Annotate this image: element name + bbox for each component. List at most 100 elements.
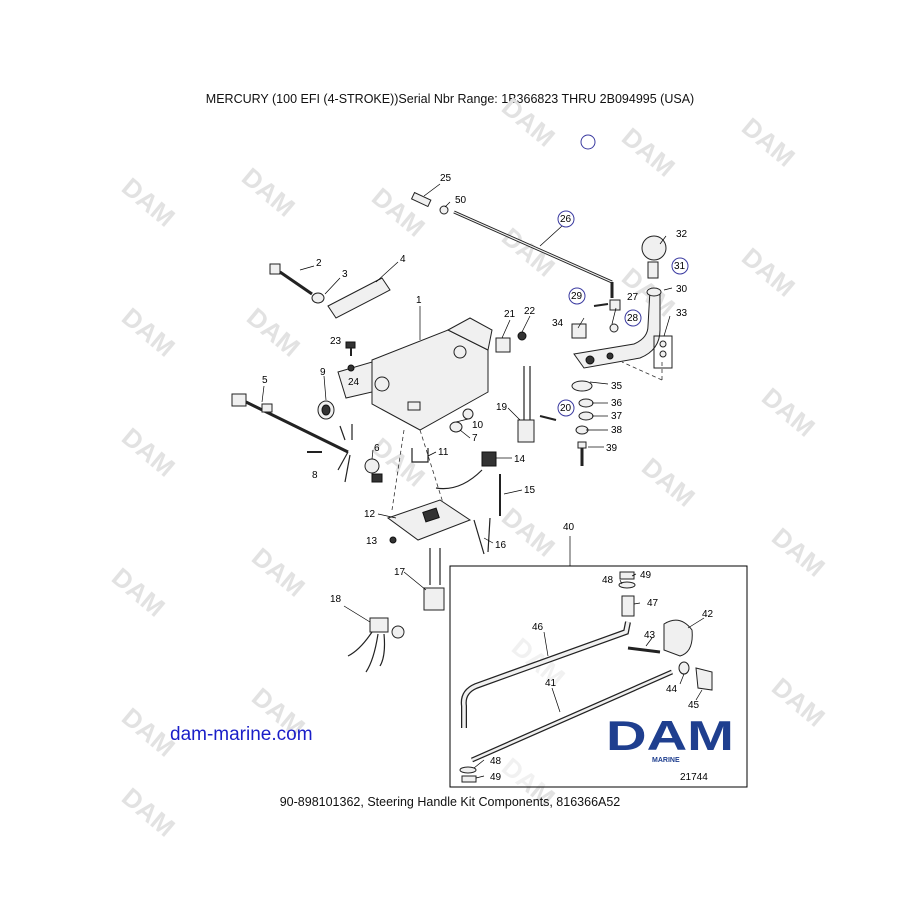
part-30-tiller-arm xyxy=(573,287,662,369)
label-4: 4 xyxy=(400,254,406,265)
part-18-harness xyxy=(347,617,405,673)
part-2-bolt xyxy=(269,263,313,296)
watermark: DAM xyxy=(366,182,431,243)
label-42: 42 xyxy=(702,609,714,620)
label-36: 36 xyxy=(611,398,623,409)
logo-main: DAM xyxy=(606,712,734,759)
part-9-grommet xyxy=(317,400,335,420)
part-11-clip xyxy=(411,448,429,463)
label-32: 32 xyxy=(676,229,688,240)
part-21-bracket xyxy=(495,337,511,353)
label-31: 31 xyxy=(674,261,686,272)
watermark: DAM xyxy=(636,452,701,513)
label-1: 1 xyxy=(416,295,422,306)
label-30: 30 xyxy=(676,284,688,295)
part-35-washer xyxy=(571,380,593,392)
label-26: 26 xyxy=(560,214,572,225)
part-6-key-switch xyxy=(364,458,383,483)
part-36-washer xyxy=(578,398,594,408)
label-40: 40 xyxy=(563,522,575,533)
part-37-washer xyxy=(578,411,594,421)
part-10-cap xyxy=(462,408,474,420)
label-13: 13 xyxy=(366,536,378,547)
page-caption: 90-898101362, Steering Handle Kit Compon… xyxy=(279,795,621,809)
label-33: 33 xyxy=(676,308,688,319)
label-43: 43 xyxy=(644,630,656,641)
label-15: 15 xyxy=(524,485,536,496)
label-41: 41 xyxy=(545,678,557,689)
part-13-screw xyxy=(389,536,397,544)
label-12: 12 xyxy=(364,509,376,520)
part-19-sensor xyxy=(517,366,535,443)
part-3-washer xyxy=(311,292,325,304)
label-48-bottom: 48 xyxy=(490,756,502,767)
highlight-circles xyxy=(557,210,689,417)
label-8: 8 xyxy=(312,470,318,481)
watermark: DAM xyxy=(246,542,311,603)
kit-40-inset-box xyxy=(449,536,748,788)
label-37: 37 xyxy=(611,411,623,422)
part-5-cable xyxy=(231,393,353,483)
part-34-bushing xyxy=(571,323,587,339)
part-4-plate xyxy=(327,277,391,319)
watermark: DAM xyxy=(236,162,301,223)
label-50: 50 xyxy=(455,195,467,206)
label-5: 5 xyxy=(262,375,268,386)
part-31-sleeve xyxy=(647,261,659,279)
part-25-pin xyxy=(410,191,432,208)
label-17: 17 xyxy=(394,567,406,578)
watermark: DAM xyxy=(766,672,831,733)
part-14-connector xyxy=(435,451,497,490)
label-46: 46 xyxy=(532,622,544,633)
label-44: 44 xyxy=(666,684,678,695)
label-6: 6 xyxy=(374,443,380,454)
label-9: 9 xyxy=(320,367,326,378)
part-20-screw xyxy=(539,415,557,421)
alignment-line xyxy=(621,361,663,381)
label-35: 35 xyxy=(611,381,623,392)
part-24-screw xyxy=(347,364,355,372)
dam-marine-logo: DAM MARINE xyxy=(606,712,734,764)
part-17-solenoid xyxy=(423,548,445,611)
label-28: 28 xyxy=(627,313,639,324)
blank-marker-circle xyxy=(580,134,596,150)
figure-number: 21744 xyxy=(680,772,708,783)
label-23: 23 xyxy=(330,336,342,347)
part-29-pin xyxy=(593,303,609,307)
label-27: 27 xyxy=(627,292,639,303)
part-1-bracket xyxy=(337,317,493,431)
watermark: DAM xyxy=(106,562,171,623)
website-link[interactable]: dam-marine.com xyxy=(170,724,313,745)
watermark: DAM xyxy=(496,222,561,283)
watermark: DAM xyxy=(116,172,181,233)
watermark: DAM xyxy=(496,502,561,563)
part-23-screw xyxy=(345,341,356,356)
label-19: 19 xyxy=(496,402,508,413)
label-45: 45 xyxy=(688,700,700,711)
label-49: 49 xyxy=(640,570,652,581)
label-39: 39 xyxy=(606,443,618,454)
watermark: DAM xyxy=(616,122,681,183)
part-28-nut xyxy=(609,323,619,333)
label-16: 16 xyxy=(495,540,507,551)
watermark: DAM xyxy=(766,522,831,583)
part-50-nut xyxy=(439,205,449,215)
label-34: 34 xyxy=(552,318,564,329)
label-11: 11 xyxy=(438,447,449,458)
label-48: 48 xyxy=(602,575,614,586)
label-14: 14 xyxy=(514,454,526,465)
label-10: 10 xyxy=(472,420,484,431)
watermark: DAM xyxy=(496,92,561,153)
label-47: 47 xyxy=(647,598,659,609)
watermark: DAM xyxy=(241,302,306,363)
watermark: DAM xyxy=(116,422,181,483)
part-39-bolt xyxy=(577,441,587,466)
label-21: 21 xyxy=(504,309,516,320)
part-22-screw xyxy=(517,331,527,341)
label-20: 20 xyxy=(560,403,572,414)
watermark: DAM xyxy=(756,382,821,443)
watermark: DAM xyxy=(116,782,181,843)
part-12-plate xyxy=(386,499,472,541)
part-number-labels: 25 50 26 32 31 2 3 4 30 29 27 1 33 21 22… xyxy=(262,173,714,783)
label-22: 22 xyxy=(524,306,536,317)
